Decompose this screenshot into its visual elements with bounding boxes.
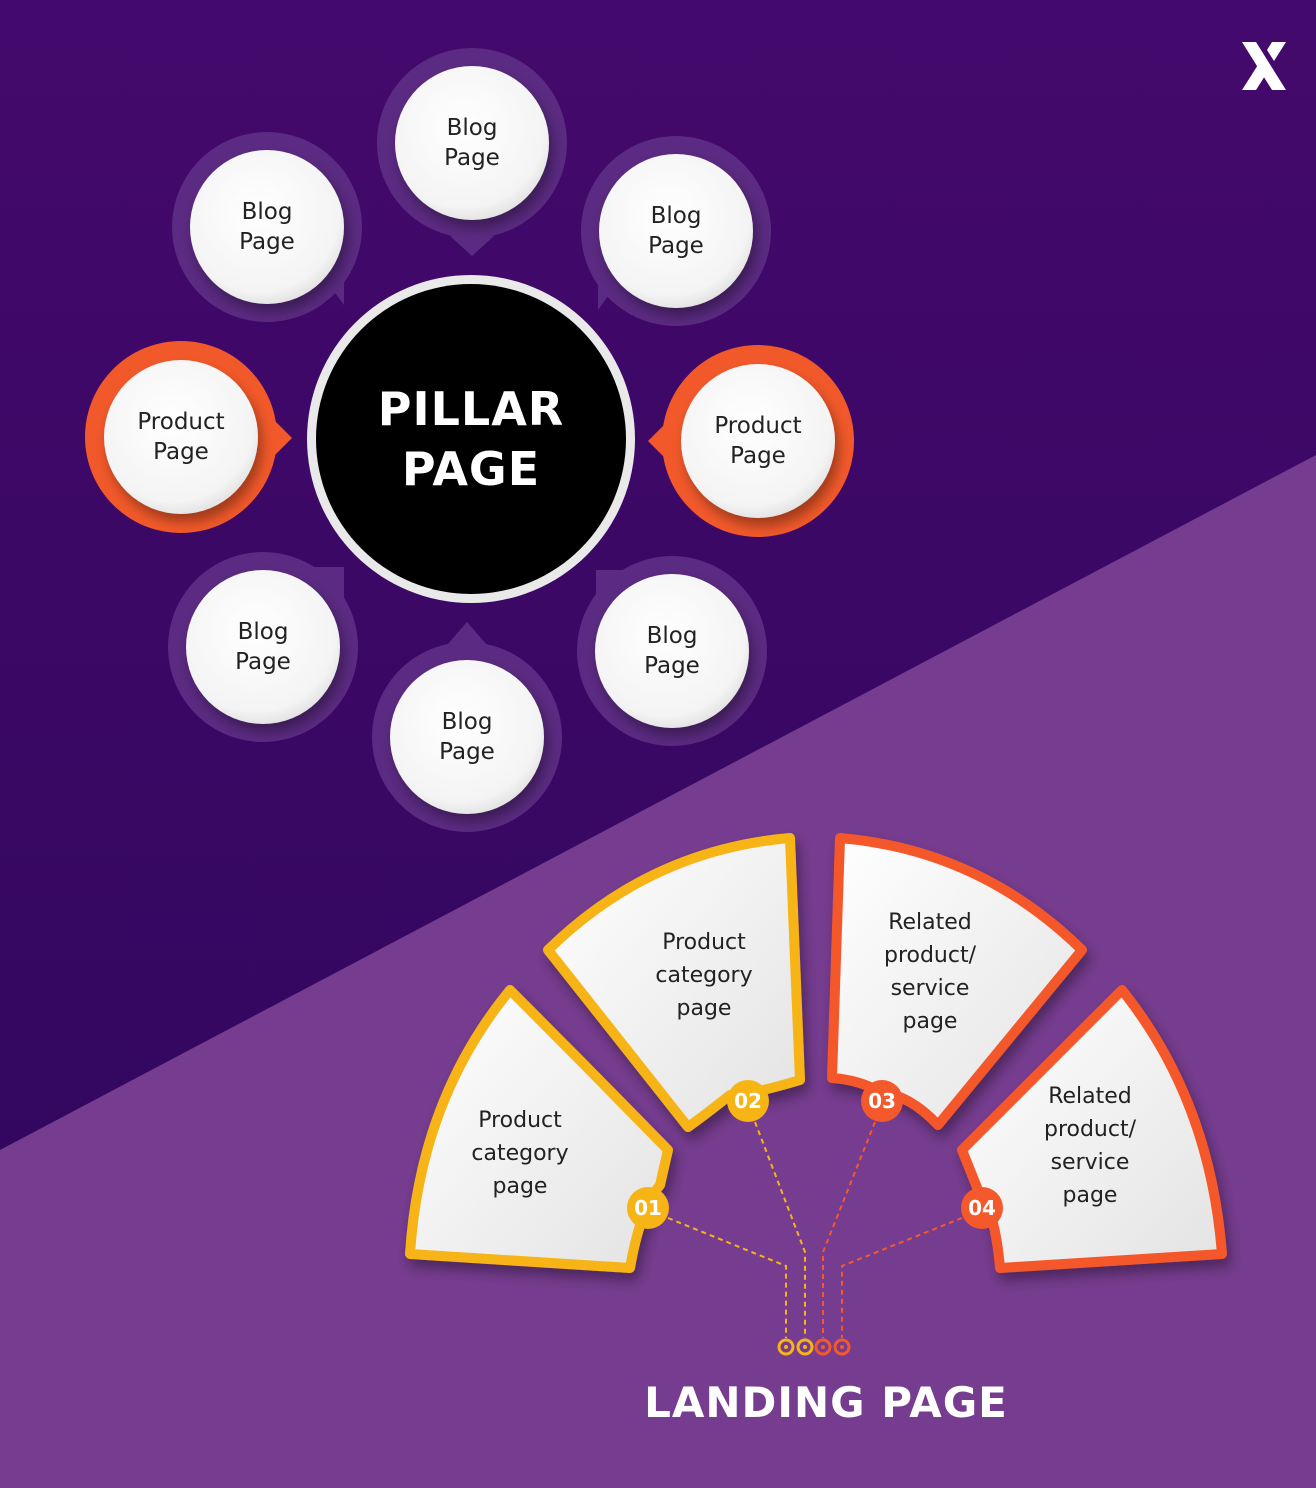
node-label: Page bbox=[730, 443, 786, 469]
segment-label-line: page bbox=[902, 1009, 958, 1034]
landing-page-title: LANDING PAGE bbox=[644, 1378, 1008, 1427]
segment-label-line: service bbox=[890, 976, 970, 1001]
node-label: Page bbox=[444, 145, 500, 171]
spoke-circles bbox=[104, 66, 835, 814]
connector-lines bbox=[667, 1121, 963, 1338]
segment-label-line: Related bbox=[888, 910, 972, 935]
segment-01-label: Product category page bbox=[440, 1104, 600, 1203]
node-label: Page bbox=[644, 653, 700, 679]
segment-badges bbox=[627, 1080, 1003, 1229]
segment-label-line: service bbox=[1050, 1150, 1130, 1175]
node-label: Page bbox=[648, 233, 704, 259]
segment-label-line: page bbox=[676, 996, 732, 1021]
segment-label-line: page bbox=[492, 1174, 548, 1199]
pillar-title-line1: PILLAR bbox=[377, 382, 565, 436]
node-label: Product bbox=[137, 409, 225, 435]
segment-02-label: Product category page bbox=[624, 926, 784, 1025]
segment-label-line: page bbox=[1062, 1183, 1118, 1208]
segment-04-label: Related product/ service page bbox=[1010, 1080, 1170, 1212]
node-label: Page bbox=[235, 649, 291, 675]
pillar-page-node: PILLAR PAGE bbox=[312, 275, 630, 603]
segment-number-badge: 03 bbox=[868, 1089, 896, 1113]
node-label: Blog bbox=[646, 623, 698, 649]
node-label: Blog bbox=[446, 115, 498, 141]
segment-label-line: product/ bbox=[1043, 1117, 1137, 1142]
pillar-page-title: PILLAR PAGE bbox=[378, 379, 564, 499]
segment-number-badge: 01 bbox=[634, 1196, 662, 1220]
node-label: Page bbox=[439, 739, 495, 765]
segment-label-line: Product bbox=[478, 1108, 562, 1133]
segment-label-line: category bbox=[471, 1141, 569, 1166]
pillar-circle bbox=[307, 275, 635, 603]
node-label: Blog bbox=[441, 709, 493, 735]
node-label: Page bbox=[239, 229, 295, 255]
node-label: Product bbox=[714, 413, 802, 439]
node-label: Blog bbox=[237, 619, 289, 645]
segment-03-label: Related product/ service page bbox=[850, 906, 1010, 1038]
landing-segments bbox=[405, 833, 1227, 1273]
node-label: Blog bbox=[650, 203, 702, 229]
connector-dots bbox=[777, 1338, 851, 1356]
node-label: Blog bbox=[241, 199, 293, 225]
segment-label-line: Product bbox=[662, 930, 746, 955]
segment-label-line: category bbox=[655, 963, 753, 988]
x-logo-icon bbox=[1242, 42, 1286, 90]
segment-number-badge: 02 bbox=[734, 1089, 762, 1113]
segment-number-badge: 04 bbox=[968, 1196, 996, 1220]
node-label: Page bbox=[153, 439, 209, 465]
pillar-title-line2: PAGE bbox=[401, 442, 541, 496]
segment-label-line: Related bbox=[1048, 1084, 1132, 1109]
segment-label-line: product/ bbox=[883, 943, 977, 968]
